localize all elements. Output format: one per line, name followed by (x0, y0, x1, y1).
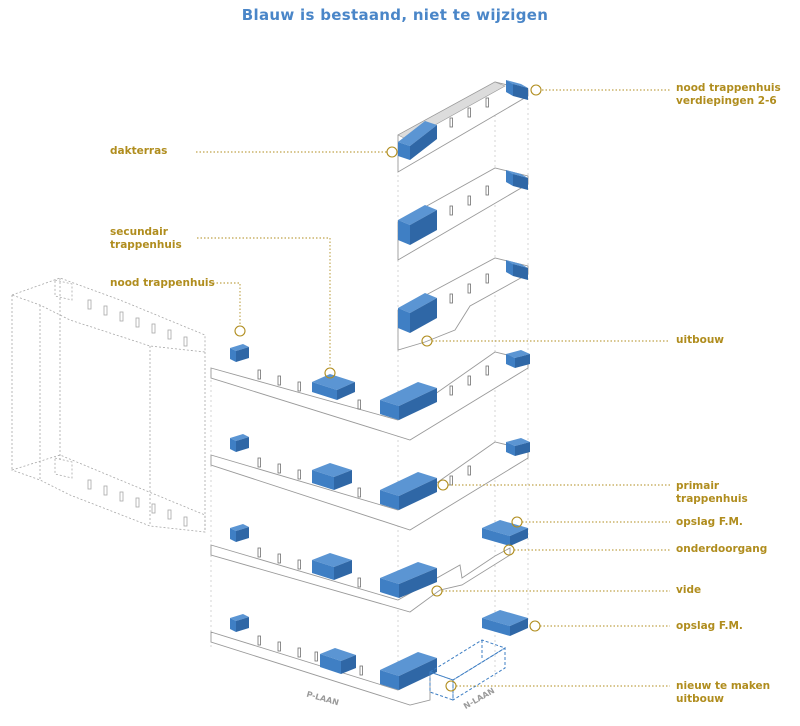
level3-primary-stair (380, 382, 437, 420)
callout-markers (234, 84, 542, 692)
level3-emergency-stair (230, 344, 249, 362)
label-primair-line1: primair (676, 480, 720, 492)
label-opslag-fm-2: opslag F.M. (676, 620, 743, 632)
tower-upper-emergency-block (506, 170, 528, 190)
level2-north-block (506, 438, 530, 456)
label-nieuw-line1: nieuw te maken (676, 680, 771, 692)
floor-level-1 (210, 520, 528, 613)
level1-primary-stair (380, 562, 437, 598)
label-nood-trappenhuis-verdiepingen: nood trappenhuis verdiepingen 2-6 (676, 82, 781, 108)
label-nieuw-line2: uitbouw (676, 693, 724, 705)
ground-primary-stair (380, 652, 437, 690)
tower-floor-lower (397, 257, 529, 351)
label-secundair-trappenhuis: secundair trappenhuis (110, 226, 182, 252)
level1-storage-block (482, 520, 528, 546)
label-nieuw-te-maken-uitbouw: nieuw te maken uitbouw (676, 680, 770, 706)
ground-secondary-stair (320, 648, 356, 674)
label-secundair-line2: trappenhuis (110, 239, 182, 251)
label-primair-line2: trappenhuis (676, 493, 748, 505)
label-nood-trappenhuis: nood trappenhuis (110, 277, 215, 289)
level2-primary-stair (380, 472, 437, 510)
level2-secondary-stair (312, 463, 352, 490)
roof-emergency-stair-block (506, 80, 528, 100)
label-uitbouw: uitbouw (676, 334, 724, 346)
tower-upper-stair-block (398, 205, 437, 245)
label-secundair-line1: secundair (110, 226, 168, 238)
tower-lower-stair-block (398, 293, 437, 333)
level1-secondary-stair (312, 553, 352, 580)
label-nood-verd-line1: nood trappenhuis (676, 82, 781, 94)
tower-lower-emergency-block (506, 260, 528, 280)
callout-leaders (196, 89, 670, 687)
floor-level-ground (210, 610, 528, 706)
floor-level-2 (210, 434, 530, 531)
ghost-columns (87, 299, 188, 527)
label-onderdoorgang: onderdoorgang (676, 543, 768, 555)
roof-level (397, 80, 529, 173)
level3-north-block (506, 350, 530, 368)
label-vide: vide (676, 584, 702, 596)
level3-secondary-stair (312, 374, 355, 400)
label-opslag-fm-1: opslag F.M. (676, 516, 743, 528)
floor-level-3 (210, 344, 530, 441)
roof-terrace-block (398, 121, 437, 160)
ghost-building-left (10, 277, 206, 533)
tower-floor-upper (397, 167, 529, 261)
ground-emergency-stair (230, 614, 249, 632)
new-extension-outline (428, 639, 507, 701)
label-nood-verd-line2: verdiepingen 2-6 (676, 95, 777, 107)
ground-storage-block (482, 610, 528, 636)
label-primair-trappenhuis: primair trappenhuis (676, 480, 748, 506)
level1-emergency-stair (230, 524, 249, 542)
label-dakterras: dakterras (110, 145, 168, 157)
level2-emergency-stair (230, 434, 249, 452)
diagram-title: Blauw is bestaand, niet te wijzigen (241, 6, 549, 24)
